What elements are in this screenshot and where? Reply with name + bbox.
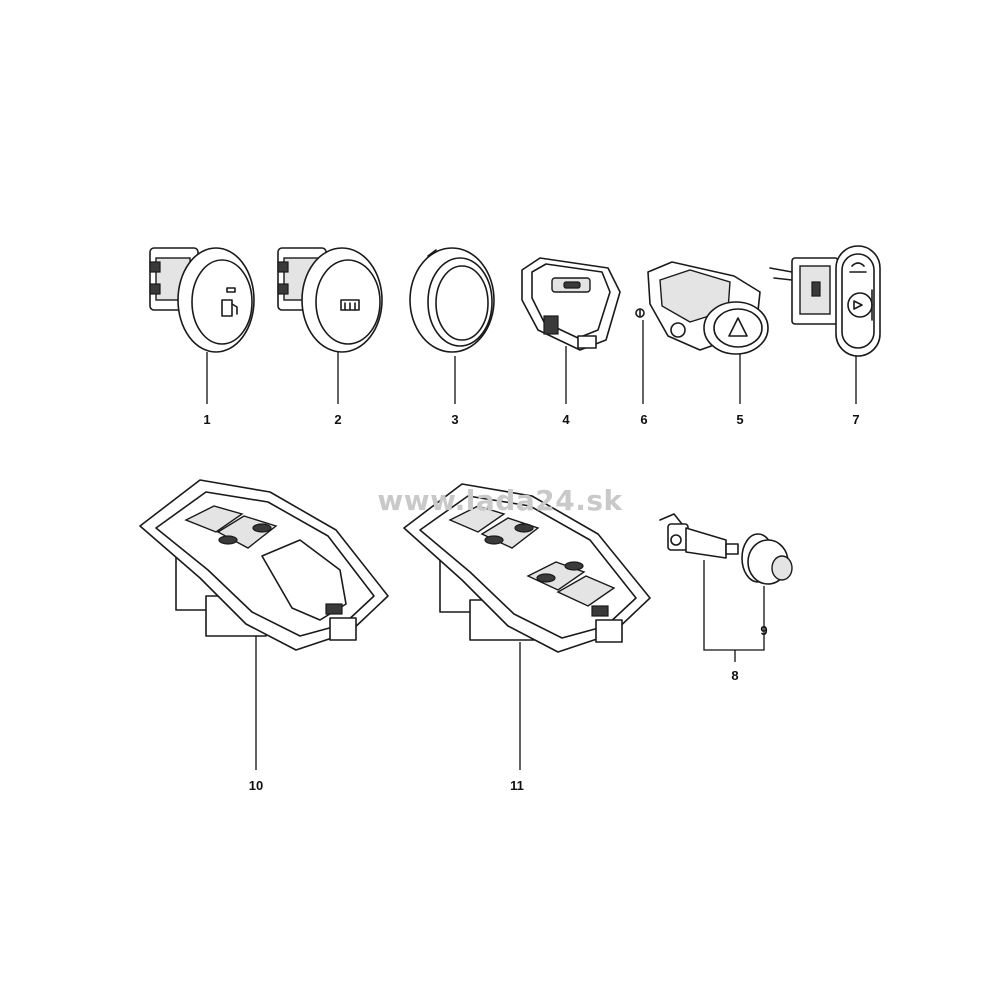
part-10-double-window-switch [139,479,389,651]
callout-8: 8 [731,668,738,683]
watermark-text: www.lada24.sk [377,484,623,517]
callout-5: 5 [736,412,743,427]
part-5-hazard-switch [647,261,769,355]
part-9-rubber-boot [741,533,793,585]
part-2-rear-defrost-switch [277,247,383,353]
callout-4: 4 [562,412,570,427]
blank-cap-icon [435,265,489,341]
callout-9: 9 [760,623,767,638]
rubber-boot-icon [741,533,793,585]
callout-1: 1 [203,412,210,427]
rear-defrost-icon [340,299,360,311]
hazard-triangle-icon [728,317,748,337]
part-8-door-contact-switch [659,513,739,559]
callout-3: 3 [451,412,458,427]
door-contact-switch-icon [659,513,739,559]
part-4-single-window-switch [521,257,621,351]
single-window-switch-icon [551,277,591,293]
headlight-level-dial-icon [847,262,873,321]
callout-2: 2 [334,412,341,427]
part-3-blank-cap [409,247,495,353]
callout-7: 7 [852,412,859,427]
callout-11: 11 [510,778,524,793]
leader-lines [206,320,857,770]
callout-labels: 1 2 3 4 6 5 7 10 11 8 9 [203,412,859,793]
callout-10: 10 [249,778,263,793]
part-6-screw [635,308,645,318]
part-11-quad-window-switch [403,483,651,653]
part-7-headlight-level-switch [769,245,881,357]
fuel-door-icon [221,287,238,317]
quad-window-switch-icon [448,505,616,607]
part-1-fuel-door-switch [149,247,255,353]
double-window-switch-icon [184,505,347,621]
callout-6: 6 [640,412,647,427]
